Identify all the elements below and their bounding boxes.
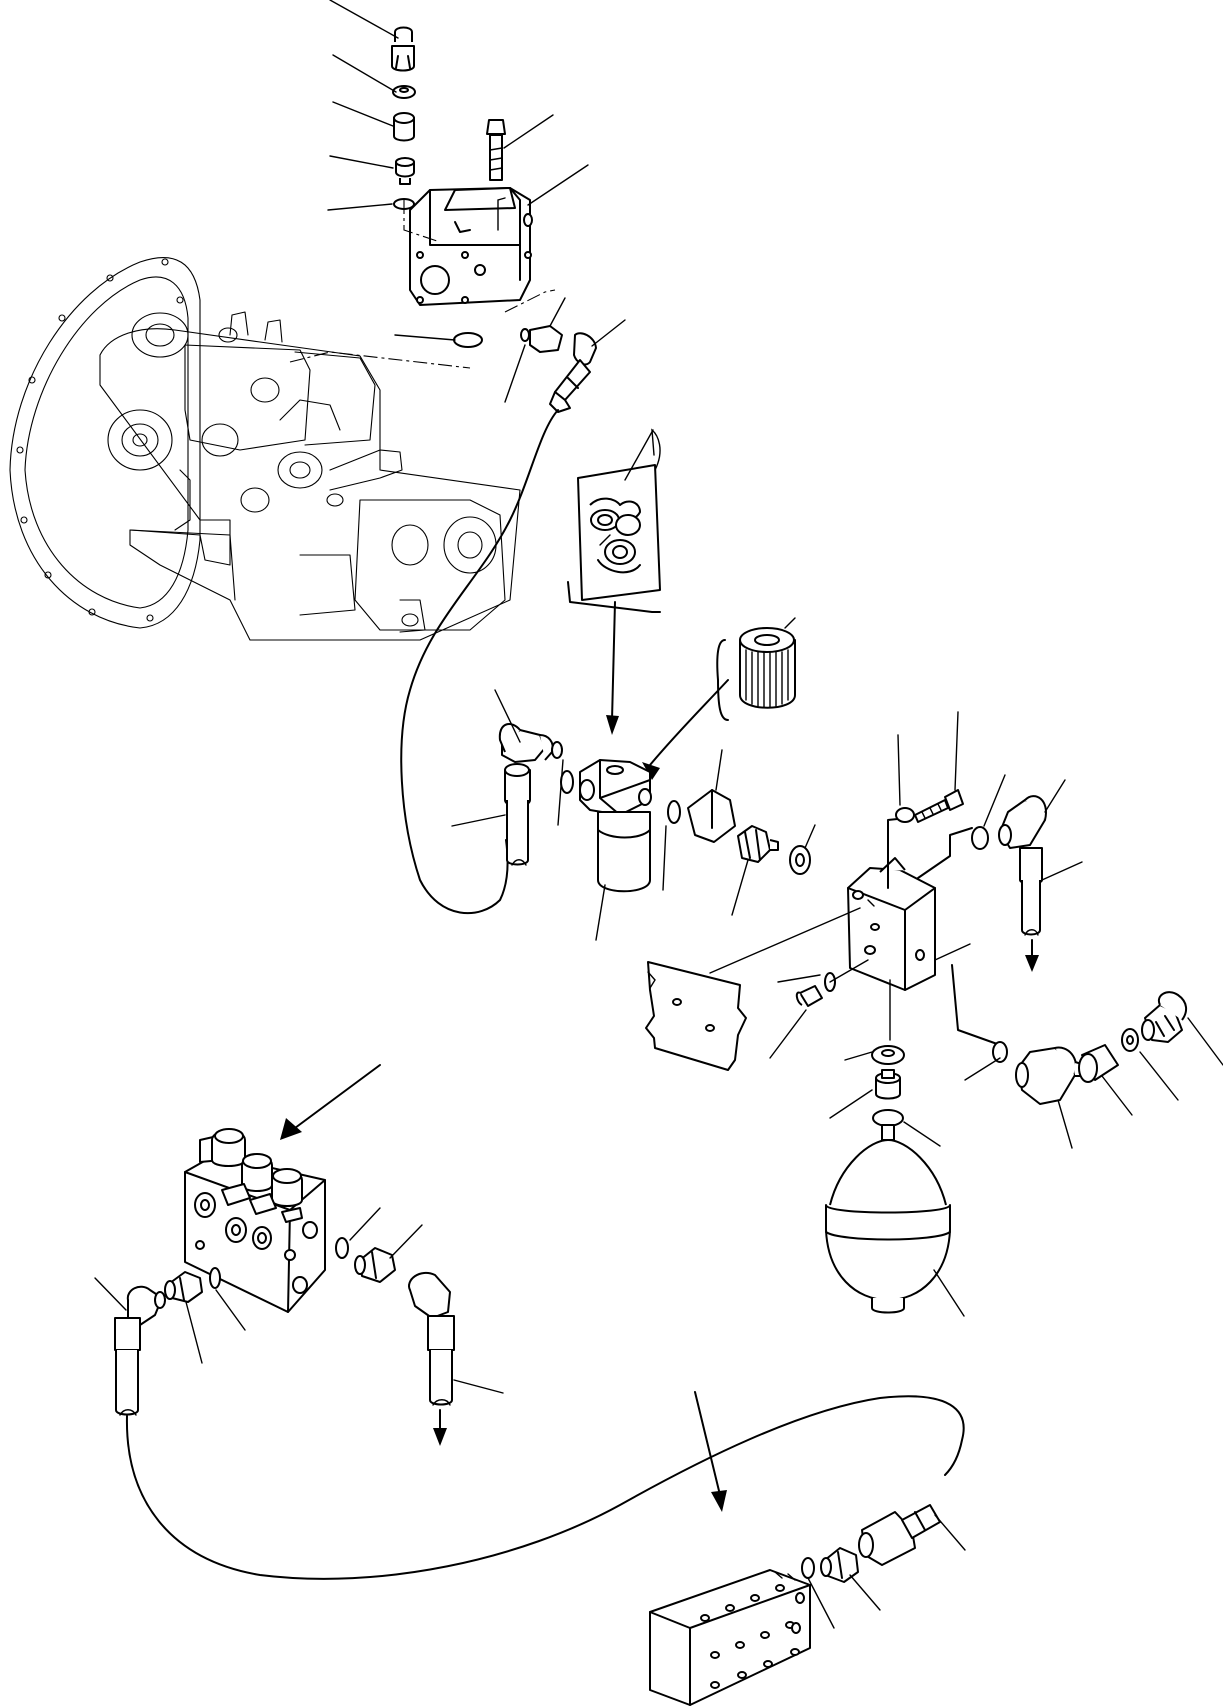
- o-ring-icon: [561, 771, 573, 793]
- elbow-fitting-icon: [115, 1287, 165, 1415]
- o-ring-icon: [210, 1268, 220, 1288]
- filter-element-icon: [642, 618, 795, 780]
- union-fitting-icon: [859, 1505, 940, 1565]
- o-ring-icon: [993, 1042, 1007, 1062]
- plug-icon: [770, 960, 868, 1058]
- pressure-switch-icon: [1142, 992, 1186, 1042]
- nipple-icon: [732, 826, 778, 915]
- hose-icon: [127, 1396, 964, 1579]
- hose-icon: [401, 410, 558, 913]
- union-fitting-icon: [688, 750, 735, 842]
- union-fitting-icon: [876, 1070, 900, 1099]
- hydraulic-pump-icon: [10, 258, 520, 640]
- elbow-fitting-icon: [500, 724, 562, 865]
- nipple-icon: [355, 1248, 395, 1282]
- filter-canister-icon: [580, 760, 651, 891]
- nipple-icon: [165, 1272, 202, 1302]
- elbow-fitting-icon: [521, 326, 596, 400]
- o-ring-icon: [454, 333, 482, 347]
- bolt-icon: [487, 120, 505, 180]
- leader-lines-top: [328, 0, 625, 402]
- o-ring-icon: [873, 1110, 903, 1126]
- pump-connection-line: [290, 352, 470, 368]
- bolt-icon: [898, 712, 963, 822]
- junction-block-icon: [650, 1392, 810, 1705]
- o-ring-icon: [668, 801, 680, 823]
- accumulator-icon: [826, 1125, 950, 1313]
- washer-icon: [872, 1046, 904, 1064]
- washer-icon: [972, 827, 988, 849]
- valve-block-icon: [410, 188, 532, 305]
- pressure-switch-icon: [392, 28, 414, 71]
- union-fitting-icon: [396, 158, 414, 184]
- manifold-block-icon: [848, 858, 970, 990]
- washer-icon: [896, 808, 914, 822]
- o-ring-icon: [336, 1238, 348, 1258]
- spacer-icon: [394, 113, 414, 141]
- elbow-fitting-icon: [1016, 1048, 1082, 1104]
- elbow-fitting-icon: [999, 780, 1082, 935]
- seal-kit-bag-icon: [568, 430, 660, 735]
- plate-icon: [646, 962, 746, 1070]
- o-ring-icon: [802, 1558, 814, 1578]
- elbow-fitting-icon: [409, 1273, 454, 1405]
- nipple-icon: [821, 1548, 858, 1582]
- spacer-icon: [1079, 1045, 1118, 1082]
